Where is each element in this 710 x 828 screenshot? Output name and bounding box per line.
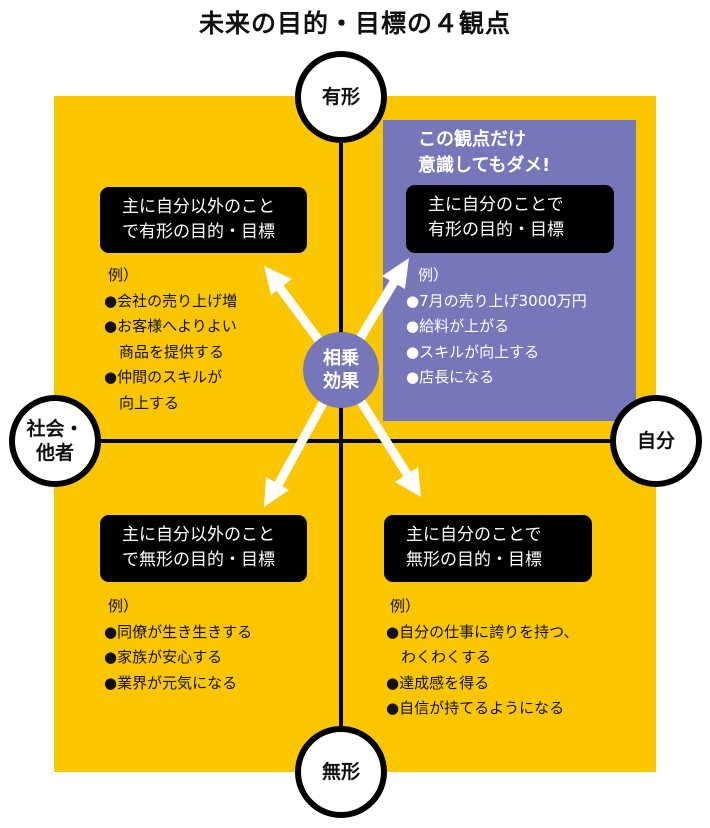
axis-label-society: 社会・ 他者 [12, 398, 98, 484]
list-item: ●7月の売り上げ3000万円 [406, 291, 587, 310]
examples-bottom-left: 例） ●同僚が生き生きする ●家族が安心する ●業界が元気になる [104, 594, 252, 696]
arrowhead-bottom-right [395, 467, 421, 497]
list-item: ●家族が安心する [104, 648, 223, 666]
synergy-label: 相乗 効果 [303, 332, 379, 408]
examples-bottom-right: 例） ●自分の仕事に誇りを持つ、 わくわくする ●達成感を得る ●自信が持てるよ… [386, 594, 579, 722]
diagram-title: 未来の目的・目標の４観点 [198, 9, 511, 38]
list-item: ●仲間のスキルが [104, 368, 223, 386]
example-label: 例） [108, 597, 139, 615]
callout-text: この観点だけ 意識してもダメ! [418, 127, 550, 179]
examples-top-right: 例） ●7月の売り上げ3000万円 ●給料が上がる ●スキルが向上する ●店長に… [406, 263, 587, 391]
list-item: わくわくする [386, 648, 492, 666]
list-item: ●自分の仕事に誇りを持つ、 [386, 622, 579, 641]
heading-line: 主に自分のことで [406, 525, 542, 545]
axis-label-self: 自分 [636, 430, 675, 452]
list-item: 商品を提供する [104, 342, 225, 361]
callout-line1: この観点だけ [418, 129, 526, 150]
list-item: ●達成感を得る [386, 673, 490, 692]
axis-label-tangible: 有形 [321, 86, 360, 108]
example-label: 例） [418, 266, 449, 284]
callout-line2: 意識してもダメ! [418, 155, 551, 176]
list-item: ●業界が元気になる [104, 673, 238, 692]
synergy-line2: 効果 [323, 371, 359, 392]
list-item: ●自信が持てるようになる [386, 699, 565, 717]
arrowhead-top-right [382, 258, 409, 289]
list-item: ●お客様へよりよい [104, 317, 237, 335]
heading-line: 主に自分のことで [428, 195, 564, 215]
heading-line: 主に自分以外のこと [122, 197, 275, 217]
example-label: 例） [108, 266, 139, 284]
axis-label-society-line2: 他者 [35, 442, 74, 464]
list-item: ●給料が上がる [406, 317, 510, 335]
axis-circle-bottom [295, 726, 387, 818]
examples-top-left: 例） ●会社の売り上げ増 ●お客様へよりよい 商品を提供する ●仲間のスキルが … [104, 263, 237, 416]
example-label: 例） [390, 597, 421, 615]
heading-bottom-right: 主に自分のことで 無形の目的・目標 [384, 515, 592, 582]
axis-circle-right [610, 395, 702, 487]
heading-line: 有形の目的・目標 [428, 220, 564, 240]
list-item: ●同僚が生き生きする [104, 622, 253, 641]
synergy-line1: 相乗 [323, 348, 359, 369]
arrowhead-top-left [264, 266, 292, 295]
axis-circle-top [295, 51, 387, 143]
arrowhead-bottom-left [264, 477, 289, 507]
highlight-panel [383, 120, 636, 421]
heading-bottom-left: 主に自分以外のこと で無形の目的・目標 [100, 515, 307, 582]
heading-top-right: 主に自分のことで 有形の目的・目標 [406, 185, 614, 253]
heading-line: 無形の目的・目標 [406, 550, 542, 570]
list-item: 向上する [104, 393, 180, 412]
list-item: ●スキルが向上する [406, 342, 540, 361]
list-item: ●店長になる [406, 368, 495, 386]
heading-line: で有形の目的・目標 [122, 222, 275, 242]
axis-label-intangible: 無形 [321, 761, 360, 783]
synergy-circle [303, 332, 379, 408]
axis-circle-left [9, 395, 101, 487]
axis-label-society-line1: 社会・ [26, 418, 84, 440]
heading-line: 主に自分以外のこと [122, 525, 275, 545]
heading-top-left: 主に自分以外のこと で有形の目的・目標 [100, 187, 307, 253]
list-item: ●会社の売り上げ増 [104, 291, 238, 310]
heading-line: で無形の目的・目標 [122, 550, 275, 570]
